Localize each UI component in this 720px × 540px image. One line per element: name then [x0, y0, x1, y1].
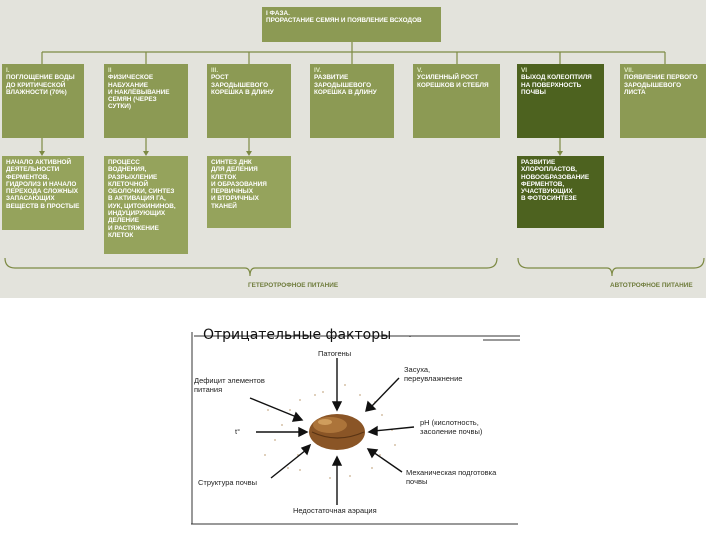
factors-title: Отрицательные факторы — [203, 327, 391, 343]
factor-nutrient-deficit: Дефицит элементов питания — [194, 377, 265, 394]
factor-temperature: t° — [235, 428, 240, 437]
seed-illustration — [309, 414, 365, 450]
factor-ph: pH (кислотность, засоление почвы) — [420, 419, 482, 436]
factor-drought: Засуха, переувлажнение — [404, 366, 462, 383]
factor-soil-structure: Структура почвы — [198, 479, 257, 488]
factor-tillage: Механическая подготовка почвы — [406, 469, 496, 486]
factor-aeration: Недостаточная аэрация — [293, 507, 377, 516]
factor-pathogens: Патогены — [318, 350, 351, 359]
